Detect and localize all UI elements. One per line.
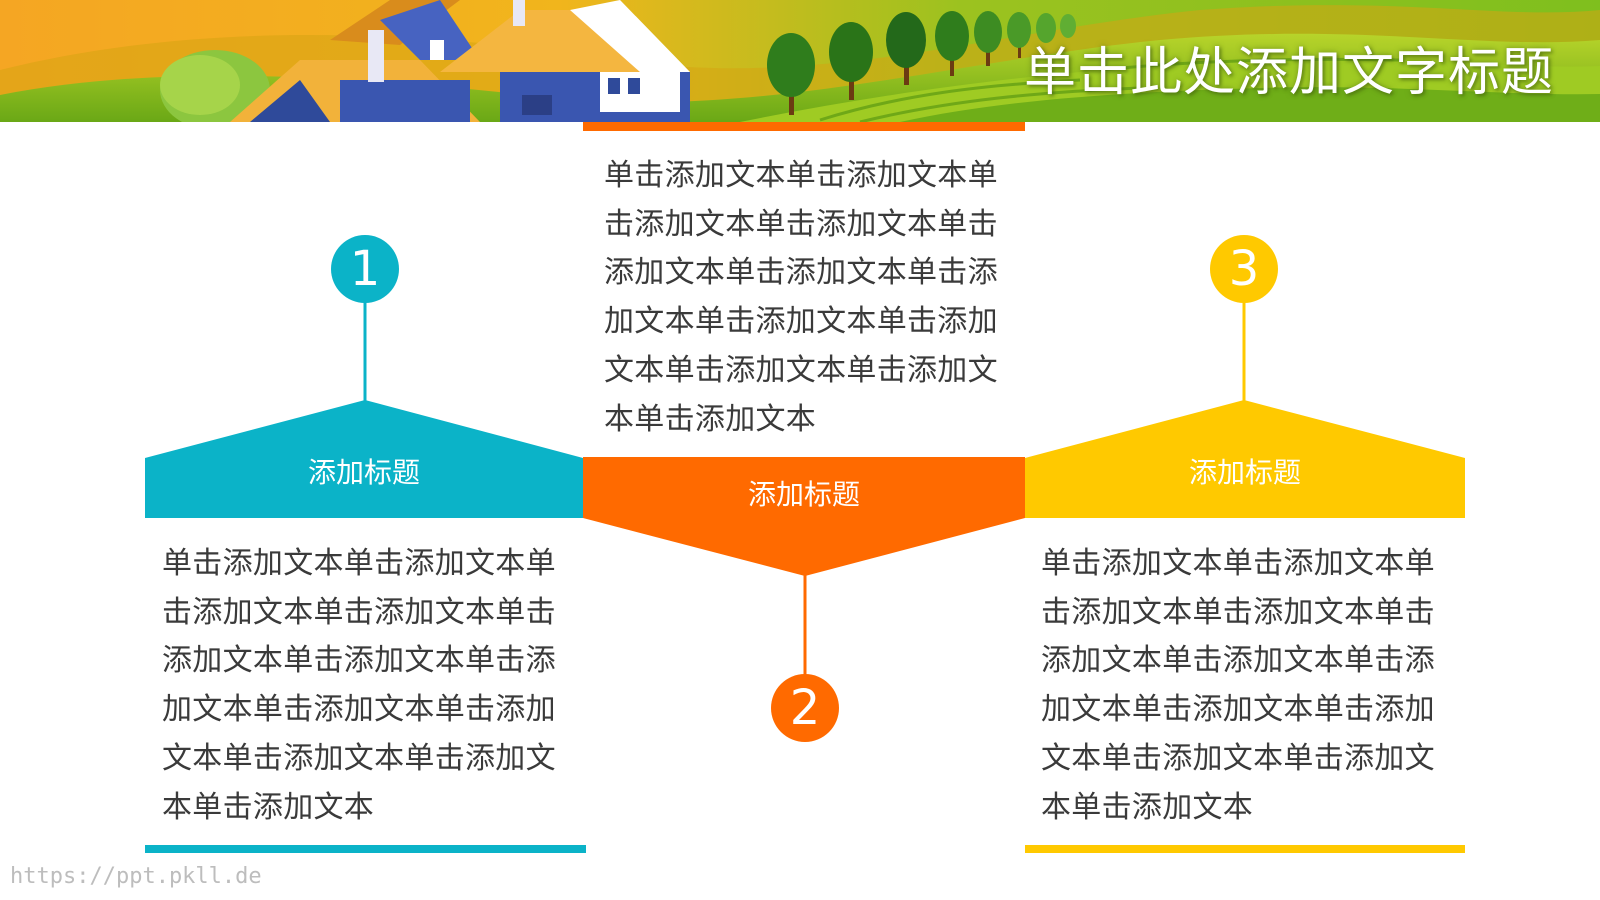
step-2-banner[interactable] [583, 457, 1025, 576]
tree-row [767, 11, 1076, 115]
step-3-number: 3 [1228, 241, 1260, 297]
step-1-heading[interactable]: 添加标题 [307, 456, 420, 489]
step-1-circle [331, 235, 399, 303]
step-1-banner[interactable] [145, 400, 583, 518]
countryside-illustration [0, 0, 1600, 122]
step-3-bottom-rule [1025, 845, 1465, 853]
step-1-number: 1 [349, 241, 381, 297]
step-1-body-text[interactable]: 单击添加文本单击添加文本单击添加文本单击添加文本单击添加文本单击添加文本单击添加… [162, 546, 556, 825]
step-3-body-text[interactable]: 单击添加文本单击添加文本单击添加文本单击添加文本单击添加文本单击添加文本单击添加… [1041, 546, 1435, 825]
middle-top-rule [583, 122, 1025, 131]
slide-title[interactable]: 单击此处添加文字标题 [1023, 43, 1554, 103]
footer-url: https://ppt.pkll.de [10, 864, 262, 889]
step-3-banner[interactable] [1025, 400, 1465, 518]
header-banner [0, 0, 1600, 122]
step-2-circle [771, 674, 839, 742]
step-3-heading[interactable]: 添加标题 [1188, 456, 1301, 489]
step-2-body-text[interactable]: 单击添加文本单击添加文本单击添加文本单击添加文本单击添加文本单击添加文本单击添加… [604, 158, 998, 437]
step-2-heading[interactable]: 添加标题 [747, 478, 860, 511]
step-2-number: 2 [789, 680, 821, 736]
step-3-circle [1210, 235, 1278, 303]
step-1-bottom-rule [145, 845, 586, 853]
